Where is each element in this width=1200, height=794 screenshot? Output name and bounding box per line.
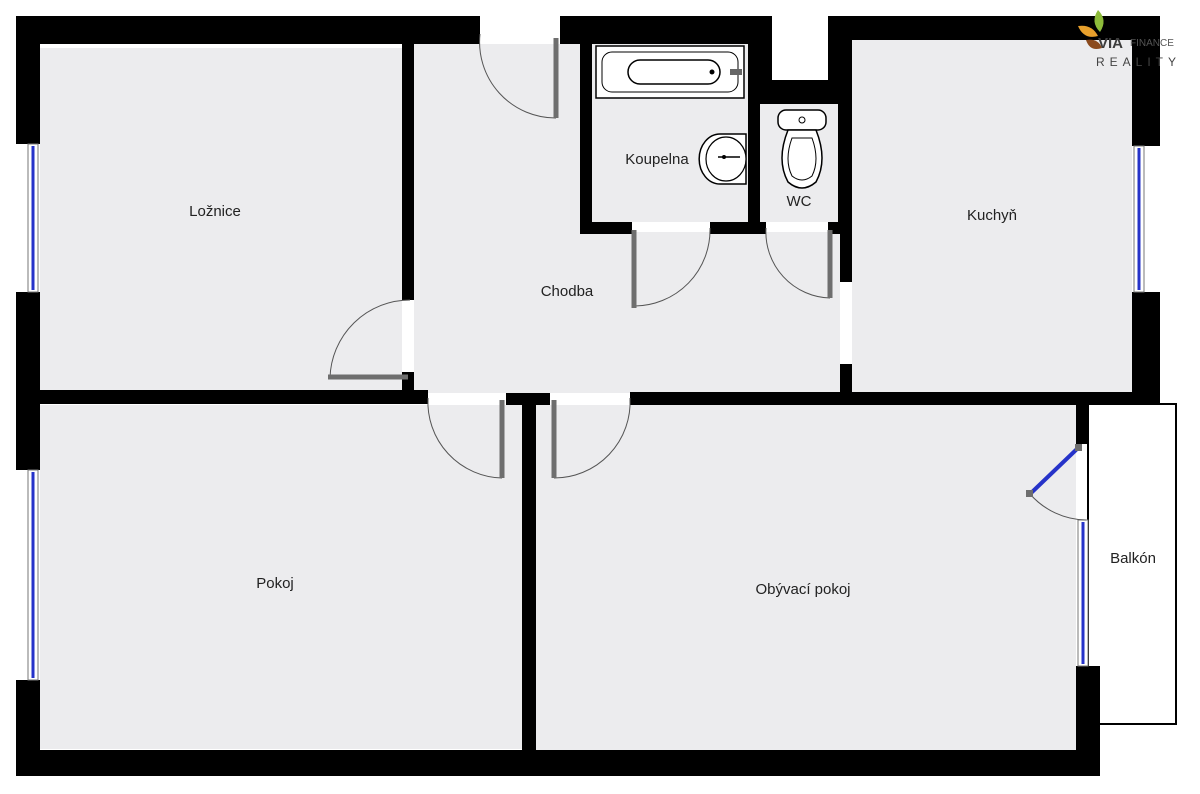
wall-mid-center [506,393,550,405]
wall-living-right-1 [1076,404,1088,444]
window-balkon [1077,519,1089,667]
wall-left-1 [16,16,40,144]
window-kuchyn [1133,145,1145,293]
wall-kitchen-stub-top [840,232,852,282]
wall-top-kitchen [828,16,1160,40]
wall-left-2 [16,292,40,470]
label-chodba: Chodba [541,283,594,300]
wall-bath-bottom-left [580,222,632,234]
doors [328,33,1087,521]
door-koupelna [631,227,711,308]
company-logo: VIA FINANCE REALITY [1078,10,1181,69]
logo-sub: FINANCE [1130,38,1174,49]
wall-bottom [16,750,1100,776]
toilet-icon [777,109,827,189]
door-pokoj [427,397,505,479]
wall-pokoj-obyvaci [522,400,536,752]
label-obyvaci: Obývací pokoj [755,581,850,598]
door-balkon [1026,444,1087,521]
label-kuchyn: Kuchyň [967,207,1017,224]
floor-kuchyn [852,40,1132,392]
label-pokoj: Pokoj [256,575,294,592]
floor-loznice [40,48,402,390]
wall-right-1 [1132,16,1160,146]
door-entrance [479,33,559,119]
door-obyvaci [551,397,631,479]
fixtures [595,45,827,189]
window-loznice [27,143,39,293]
leaf-icon [1078,10,1104,49]
windows [27,143,1145,681]
walls [16,16,1160,776]
room-labels: Ložnice Chodba Koupelna WC Kuchyň Pokoj … [189,151,1156,598]
label-koupelna: Koupelna [625,151,689,168]
wall-living-right-2 [1076,666,1100,776]
wall-top-bath [560,16,772,44]
wall-wc-right [838,40,852,234]
wall-top-left [16,16,480,44]
wall-bath-right-top [748,16,772,104]
wall-loznice-right-top [402,44,414,300]
bathtub-icon [595,45,745,99]
wall-kitchen-stub-bottom [840,364,852,394]
wall-bath-wc [748,104,760,234]
logo-brand: VIA [1098,35,1123,52]
wall-bath-left [580,16,592,234]
door-wc [765,227,833,299]
label-balkon: Balkón [1110,550,1156,567]
wall-wc-bottom-left [748,222,766,234]
floor-chodba-lower [414,232,840,393]
wall-mid-left [16,390,428,404]
floor-pokoj [40,405,522,749]
balkon-outline [1087,403,1177,725]
wall-right-2 [1132,292,1160,404]
sink-icon [698,133,747,185]
door-loznice [328,299,411,380]
floor-obyvaci [536,405,1076,751]
wall-mid-right [630,392,1132,405]
logo-tagline: REALITY [1096,55,1181,69]
label-loznice: Ložnice [189,203,241,220]
label-wc: WC [787,193,812,210]
window-pokoj [27,469,39,681]
